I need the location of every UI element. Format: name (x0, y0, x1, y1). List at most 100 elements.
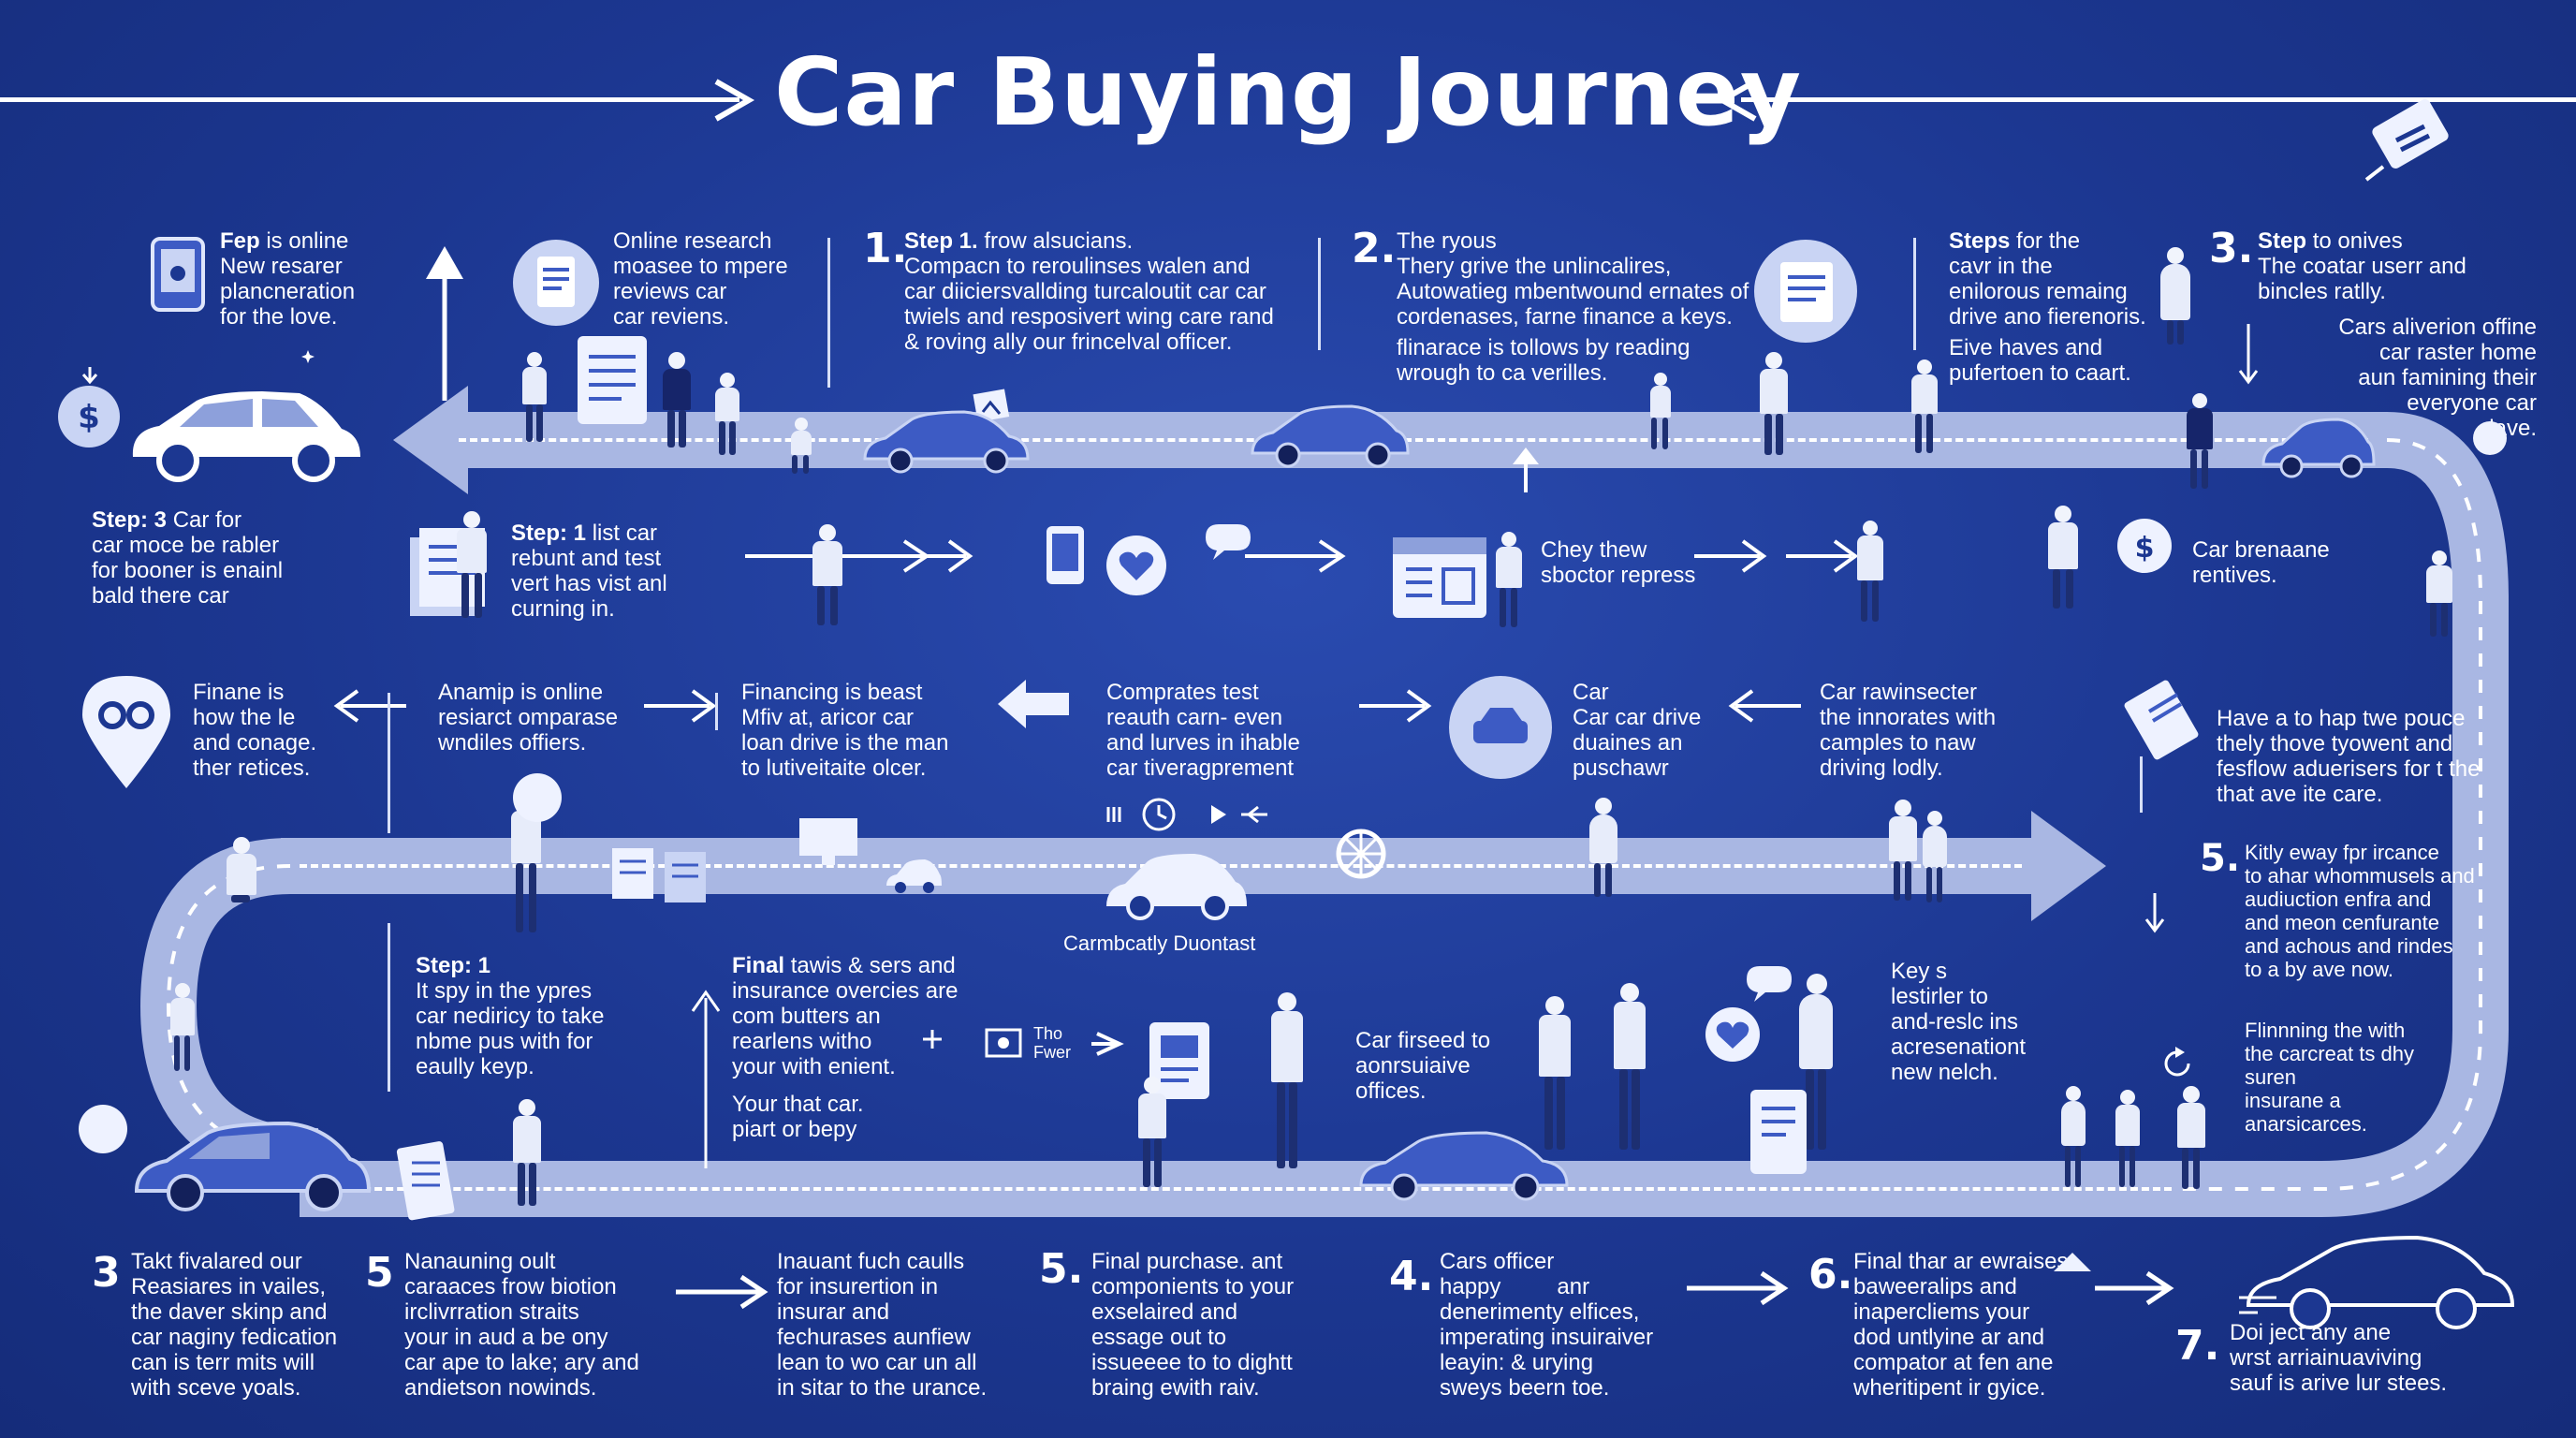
settings-icon (2473, 421, 2507, 455)
right-arrow-icon (1694, 539, 1767, 573)
right-arrow-icon (1091, 1032, 1124, 1056)
car-icon (134, 1121, 372, 1211)
down-arrow-icon (2144, 893, 2165, 933)
top-step-5-text: Steps for the cavr in the enilorous rema… (1949, 228, 2183, 330)
row2-chey-text: Chey thew sboctor repress (1541, 537, 1696, 588)
plus-icon (923, 1030, 942, 1049)
papers-icon (612, 848, 706, 902)
heart-icon (1106, 536, 1166, 595)
top-step-1-body: is online New resarer plancneration for … (220, 228, 356, 330)
person-icon (811, 524, 844, 627)
bottom-6-number: 6. (1808, 1251, 1853, 1299)
monitor-icon (799, 818, 857, 865)
row3-financing-text: Financing is beast Mfiv at, aricor car l… (741, 680, 949, 781)
top-step-6-lead: Step (2258, 228, 2307, 254)
road-middle-arrowhead (2031, 811, 2106, 921)
video-icon (985, 1028, 1022, 1058)
bottom-4-number: 5. (1039, 1245, 1084, 1293)
top-step-5-body: for the cavr in the enilorous remaing dr… (1949, 228, 2146, 330)
tablet-icon (1750, 1090, 1807, 1174)
title-arrow-left-icon (1716, 79, 1757, 122)
car-icon (863, 410, 1030, 474)
person-icon (2114, 1090, 2142, 1189)
road-top-dashes (459, 438, 2368, 442)
top-step-5-lead: Steps (1949, 228, 2011, 254)
person-icon (1921, 811, 1949, 904)
svg-text:$: $ (2135, 532, 2155, 565)
top-step-4b-text: flinarace is tollows by reading wrough t… (1397, 335, 1690, 386)
row2-left-lead: Step: 3 (92, 507, 168, 533)
top-step-3-body: frow alsucians. Compacn to reroulinses w… (904, 228, 1274, 355)
road-middle-label: Carmbcatly Duontast (1063, 932, 1256, 955)
right-arrow-icon (2095, 1270, 2174, 1306)
row2-step-text: Step: 1 list car rebunt and test vert ha… (511, 521, 745, 622)
row3-finane-text: Finane is how the le and conage. ther re… (193, 680, 317, 781)
person-icon (1588, 798, 1619, 899)
dollar-icon: $ (58, 386, 120, 448)
person-icon (1797, 974, 1835, 1152)
bottom-4-text: Final purchase. ant componients to your … (1091, 1249, 1295, 1401)
person-icon (1910, 360, 1939, 455)
location-pin-icon (82, 676, 170, 788)
calendar-icon (1393, 537, 1486, 618)
row4-final-body: tawis & sers and insurance overcies are … (732, 953, 959, 1079)
right-arrow-icon (1245, 539, 1346, 573)
right-arrow-icon (1359, 689, 1432, 723)
top-step-3-text: Step 1. frow alsucians. Compacn to rerou… (904, 228, 1307, 355)
person-icon (2424, 550, 2454, 638)
document-icon (1754, 240, 1857, 343)
row4-keys-text: Key s lestirler to and-reslc ins acresen… (1891, 959, 2027, 1085)
car-service-icon (1449, 676, 1552, 779)
row4-step1-lead: Step: 1 (416, 953, 491, 978)
dollar-icon: $ (2117, 519, 2172, 573)
top-step-1-lead: Fep (220, 228, 260, 254)
right-arrow-icon (644, 689, 717, 723)
group-icon (79, 1105, 127, 1153)
tag-icon (2364, 99, 2449, 182)
person-icon (520, 352, 549, 446)
top-step-5b-text: Eive haves and pufertoen to caart. (1949, 335, 2131, 386)
row3-car-text: Car Car car drive duaines an puschawr (1573, 680, 1702, 781)
bottom-5-number: 4. (1389, 1253, 1434, 1300)
person-icon (2185, 393, 2215, 491)
person-icon (1269, 992, 1305, 1170)
title-rule-left (0, 97, 739, 102)
car-icon (886, 859, 942, 893)
person-icon (713, 373, 741, 457)
refresh-icon (2164, 1047, 2190, 1077)
bottom-1-number: 3 (92, 1249, 121, 1297)
car-icon (1359, 1131, 1569, 1201)
car-icon (1106, 854, 1247, 920)
down-arrow-icon (2238, 324, 2259, 385)
person-icon (1494, 532, 1524, 629)
bottom-2-text: Nanauning oult caraaces frow biotion irc… (404, 1249, 639, 1401)
divider-line (1913, 238, 1916, 350)
person-icon (1855, 521, 1885, 624)
person-icon (1647, 373, 1674, 451)
up-arrow-icon (691, 990, 721, 1168)
wheel-icon (1336, 829, 1386, 879)
right-arrow-icon (900, 539, 973, 573)
road-top-arrowhead (393, 386, 468, 494)
top-step-2-text: Online research moasee to mpere reviews … (613, 228, 788, 330)
divider-line (2140, 756, 2143, 813)
document-icon (2124, 680, 2199, 760)
car-icon (132, 391, 360, 482)
top-step-6-number: 3. (2209, 225, 2254, 272)
bottom-7-number: 7. (2175, 1322, 2220, 1370)
document-icon (513, 240, 599, 326)
car-outline-icon (2239, 1235, 2515, 1329)
divider-line (827, 238, 830, 388)
heart-icon (1705, 1007, 1760, 1062)
right-arrow-icon (676, 1274, 768, 1310)
up-arrow-icon (1513, 448, 1539, 492)
top-step-6-body: to onives The coatar userr and bincles r… (2258, 228, 2466, 304)
row3-rawin-text: Car rawinsecter the innorates with campl… (1820, 680, 1997, 781)
car-icon (2261, 418, 2376, 478)
triangle-icon (2054, 1253, 2091, 1271)
row2-right-text: Car brenaane rentives. (2192, 537, 2330, 588)
row4-step1-body: It spy in the ypres car nediricy to take… (416, 978, 605, 1079)
row3-comprates-text: Comprates test reauth carn- even and lur… (1106, 680, 1300, 781)
person-icon (2159, 247, 2192, 346)
